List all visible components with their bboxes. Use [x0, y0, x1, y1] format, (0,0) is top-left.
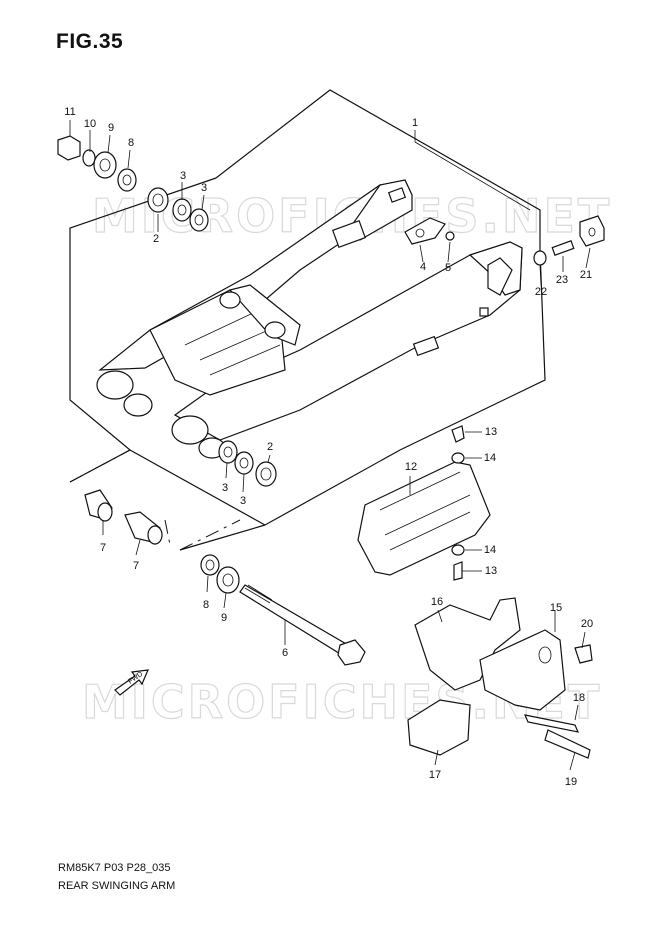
pivot-collars [84, 489, 163, 545]
figure-title: FIG.35 [56, 30, 124, 53]
callout-21: 21 [579, 269, 593, 281]
lower-bearings [218, 440, 277, 487]
figure-code: RM85K7 P03 P28_035 [58, 862, 171, 874]
callout-8: 8 [127, 137, 135, 149]
callout-13: 13 [484, 426, 498, 438]
callout-19: 19 [564, 776, 578, 788]
callout-11: 11 [64, 106, 76, 118]
callout-20: 20 [580, 618, 594, 630]
callout-4: 4 [419, 261, 427, 273]
upper-bearings [147, 187, 209, 232]
callout-7: 7 [99, 542, 107, 554]
callout-13: 13 [484, 565, 498, 577]
callout-9: 9 [220, 612, 228, 624]
callout-5: 5 [444, 262, 452, 274]
swing-arm-body [96, 179, 523, 459]
callout-6: 6 [281, 647, 289, 659]
callout-3: 3 [221, 482, 229, 494]
leader-lines [69, 120, 591, 771]
callout-9: 9 [107, 122, 115, 134]
callout-14: 14 [483, 544, 497, 556]
callout-1: 1 [411, 117, 419, 129]
centerlines [69, 449, 241, 551]
callout-10: 10 [83, 118, 97, 130]
pivot-bolt-assembly [200, 554, 366, 666]
callout-18: 18 [572, 692, 586, 704]
chain-adjuster-plate [404, 217, 455, 245]
callout-22: 22 [534, 286, 548, 298]
callout-8: 8 [202, 599, 210, 611]
callout-12: 12 [404, 461, 418, 473]
figure-name: REAR SWINGING ARM [58, 880, 176, 892]
callout-15: 15 [549, 602, 563, 614]
callout-2: 2 [266, 441, 274, 453]
callout-23: 23 [555, 274, 569, 286]
pivot-nut-stack [57, 135, 137, 192]
callout-7: 7 [132, 560, 140, 572]
chain-slider [357, 425, 491, 581]
callout-16: 16 [430, 596, 444, 608]
callout-17: 17 [428, 769, 442, 781]
callout-2: 2 [152, 233, 160, 245]
callout-3: 3 [179, 170, 187, 182]
callout-3: 3 [200, 182, 208, 194]
callout-14: 14 [483, 452, 497, 464]
axle-adjuster-parts [533, 215, 605, 266]
callout-3: 3 [239, 495, 247, 507]
